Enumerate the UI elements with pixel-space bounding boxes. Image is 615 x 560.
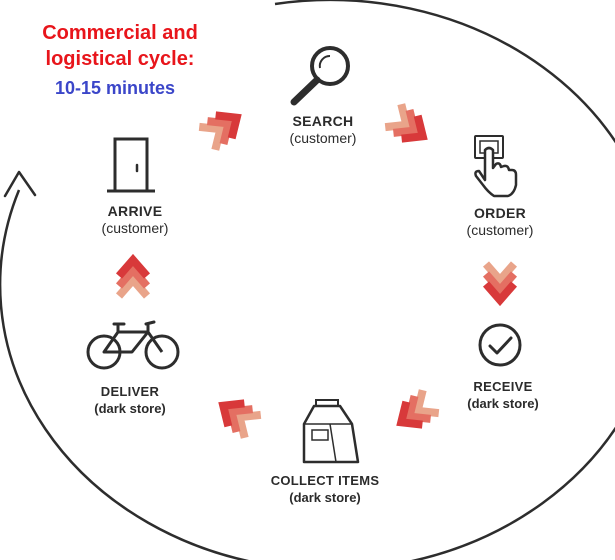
step-arrive: ARRIVE (customer) <box>75 203 195 237</box>
shopping-bag-icon <box>302 399 360 464</box>
step-search: SEARCH (customer) <box>263 113 383 147</box>
step-receive-label: RECEIVE <box>473 379 533 394</box>
step-order: ORDER (customer) <box>440 205 560 239</box>
title-line-2: logistical cycle: <box>45 48 195 70</box>
chevrons-receive-to-collect <box>396 389 440 429</box>
step-collect-items-actor: (dark store) <box>289 490 361 505</box>
step-collect-items-label: COLLECT ITEMS <box>270 473 380 488</box>
step-search-label: SEARCH <box>292 113 354 129</box>
chevrons-arrive-to-search <box>198 111 242 151</box>
step-order-actor: (customer) <box>466 222 534 238</box>
chevrons-deliver-to-arrive <box>115 253 151 299</box>
step-collect-items: COLLECT ITEMS (dark store) <box>255 472 395 506</box>
title-line-1: Commercial and <box>42 22 198 44</box>
cycle-duration: 10-15 minutes <box>54 78 176 98</box>
chevrons-search-to-order <box>384 103 428 143</box>
door-icon <box>107 137 155 193</box>
bicycle-icon <box>86 320 180 370</box>
step-deliver: DELIVER (dark store) <box>75 383 185 417</box>
check-circle-icon <box>478 323 522 367</box>
step-arrive-actor: (customer) <box>101 220 169 236</box>
chevrons-collect-to-deliver <box>218 399 262 439</box>
step-receive-actor: (dark store) <box>467 396 539 411</box>
step-arrive-label: ARRIVE <box>107 203 163 219</box>
step-deliver-label: DELIVER <box>100 384 160 399</box>
step-receive: RECEIVE (dark store) <box>448 378 558 412</box>
finger-press-icon <box>474 135 518 198</box>
magnifier-icon <box>290 46 350 106</box>
step-order-label: ORDER <box>473 205 527 221</box>
chevrons-order-to-receive <box>482 261 518 307</box>
step-search-actor: (customer) <box>289 130 357 146</box>
step-deliver-actor: (dark store) <box>94 401 166 416</box>
